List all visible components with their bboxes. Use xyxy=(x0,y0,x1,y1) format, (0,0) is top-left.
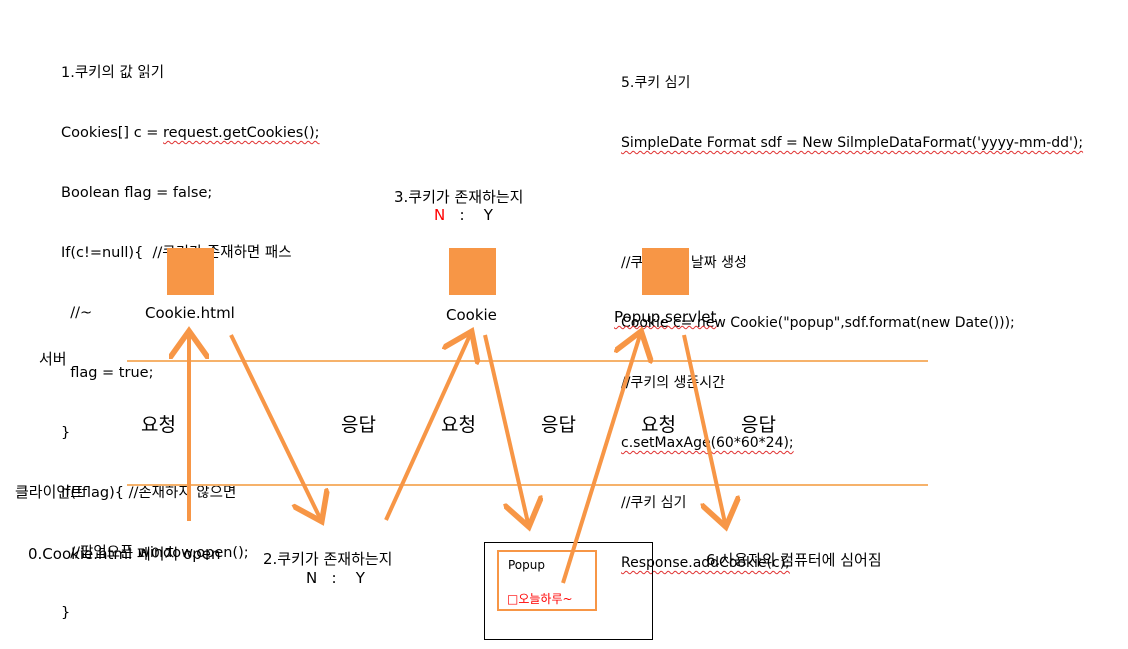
response-label-1: 응답 xyxy=(341,414,376,436)
client-lane-label: 클라이언트 xyxy=(15,483,85,501)
code-block-read-cookie: 1.쿠키의 값 읽기 Cookies[] c = request.getCook… xyxy=(61,23,320,643)
code-line: Cookies[] c = request.getCookies(); xyxy=(61,125,320,141)
request-label-2: 요청 xyxy=(441,414,476,436)
arrow-response-1 xyxy=(229,334,320,518)
code-line: } xyxy=(61,425,71,441)
code-line: SimpleDate Format sdf = New SilmpleDataF… xyxy=(621,135,1084,151)
popup-window xyxy=(484,542,653,640)
step3-y: Y xyxy=(483,206,493,224)
popup-servlet-label: Popup.servlet xyxy=(614,308,717,326)
code-line: //~ xyxy=(61,305,93,321)
arrow-response-2 xyxy=(483,334,528,523)
step3-options: N : Y xyxy=(434,206,493,224)
server-lane-label: 서버 xyxy=(39,350,67,368)
code-line: //팝업오픈 window.open(); xyxy=(61,545,249,561)
step2-y: Y xyxy=(355,569,365,587)
popup-inner-frame xyxy=(497,550,597,611)
code-line: flag = true; xyxy=(61,365,154,381)
arrow-response-3 xyxy=(682,334,725,523)
code-line: //쿠키의 생존시간 xyxy=(621,375,726,391)
step2-sep: : xyxy=(331,569,337,587)
request-label-1: 요청 xyxy=(141,414,176,436)
cookie-label: Cookie xyxy=(446,306,497,324)
cookie-html-label: Cookie.html xyxy=(145,304,235,322)
code-line-1-tail: request.getCookies(); xyxy=(163,125,320,141)
code-line: Boolean flag = false; xyxy=(61,185,213,201)
code-line: 1.쿠키의 값 읽기 xyxy=(61,65,165,81)
code-line: //쿠키 심기 xyxy=(621,495,687,511)
code-line: Cookie c= new Cookie("popup",sdf.format(… xyxy=(621,315,1015,331)
popup-today-checkbox[interactable]: □오늘하루~ xyxy=(507,592,573,606)
step2-options: N : Y xyxy=(306,569,365,587)
code-block-set-cookie: 5.쿠키 심기 SimpleDate Format sdf = New Silm… xyxy=(621,33,1083,593)
request-label-3: 요청 xyxy=(641,414,676,436)
arrow-request-3 xyxy=(561,335,640,584)
response-label-3: 응답 xyxy=(741,414,776,436)
step2-label: 2.쿠키가 존재하는지 xyxy=(263,550,393,568)
response-label-2: 응답 xyxy=(541,414,576,436)
popup-title: Popup xyxy=(508,558,545,572)
step0-label: 0.Cookie.html 페이지 open xyxy=(28,545,221,563)
popup-servlet-node xyxy=(642,248,689,295)
step3-label: 3.쿠키가 존재하는지 xyxy=(394,188,524,206)
code-line: } xyxy=(61,605,71,621)
code-line: If(!flag){ //존재하지 않으면 xyxy=(61,485,237,501)
step3-n: N xyxy=(434,206,446,224)
cookie-node xyxy=(449,248,496,295)
arrow-request-2 xyxy=(384,335,470,521)
code-line: Response.addCookie(c); xyxy=(621,555,790,571)
code-line: 5.쿠키 심기 xyxy=(621,75,691,91)
cookie-html-node xyxy=(167,248,214,295)
step3-sep: : xyxy=(459,206,465,224)
step6-label: 6.사용자의 컴퓨터에 심어짐 xyxy=(706,551,882,569)
step2-n: N xyxy=(306,569,318,587)
